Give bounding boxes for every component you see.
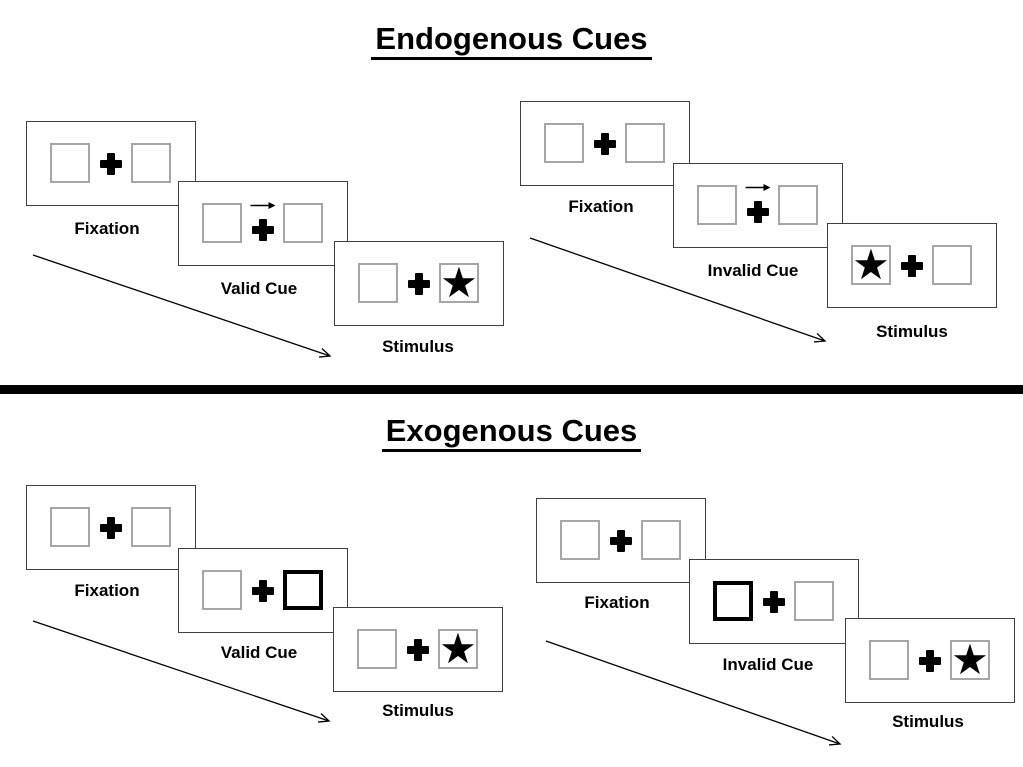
right-box (131, 143, 171, 183)
left-box (560, 520, 600, 560)
plus-icon (252, 579, 274, 602)
fixation-frame (520, 101, 690, 186)
right-box (131, 507, 171, 547)
fixation-label: Fixation (74, 581, 140, 600)
right-box (625, 123, 665, 163)
left-box (357, 629, 397, 669)
left-box (697, 185, 737, 225)
cue-frame (673, 163, 843, 248)
left-box (544, 123, 584, 163)
cue-label: Invalid Cue (707, 261, 799, 280)
fixation-frame (26, 485, 196, 570)
left-box (202, 570, 242, 610)
plus-icon (408, 272, 430, 295)
star-icon: ★ (951, 636, 989, 683)
fixation-label: Fixation (568, 197, 634, 216)
stimulus-label: Stimulus (382, 701, 454, 720)
cue-frame (178, 181, 348, 266)
arrow-right-icon (250, 202, 276, 209)
cue-frame (689, 559, 859, 644)
right-box: ★ (438, 625, 478, 672)
left-box (869, 640, 909, 680)
cue-label: Valid Cue (220, 643, 298, 662)
plus-icon (100, 152, 122, 175)
cue-frame (178, 548, 348, 633)
timeline-arrow-exo-valid (32, 620, 331, 723)
plus-icon (594, 132, 616, 155)
fixation-label: Fixation (584, 593, 650, 612)
stimulus-frame: ★ (334, 241, 504, 326)
section-divider (0, 385, 1023, 394)
section-title-exogenous: Exogenous Cues (0, 414, 1023, 452)
timeline-arrow-endo-invalid (529, 237, 827, 343)
fixation-frame (536, 498, 706, 583)
left-box (358, 263, 398, 303)
right-box (641, 520, 681, 560)
stimulus-label: Stimulus (382, 337, 454, 356)
left-box (50, 143, 90, 183)
star-icon: ★ (439, 625, 477, 672)
stimulus-frame: ★ (333, 607, 503, 692)
fixation-frame (26, 121, 196, 206)
plus-icon (747, 201, 769, 224)
left-box (202, 203, 242, 243)
plus-icon (763, 590, 785, 613)
right-box: ★ (950, 636, 990, 683)
plus-icon (919, 649, 941, 672)
cue-highlight-box (283, 570, 323, 610)
stimulus-label: Stimulus (892, 712, 964, 731)
left-box (50, 507, 90, 547)
plus-icon (100, 516, 122, 539)
star-icon: ★ (852, 241, 890, 288)
star-icon: ★ (440, 259, 478, 306)
cue-highlight-box (713, 581, 753, 621)
arrow-right-icon (745, 184, 771, 191)
timeline-arrow-endo-valid (32, 254, 332, 358)
cue-label: Invalid Cue (722, 655, 814, 674)
right-box (778, 185, 818, 225)
stimulus-frame: ★ (845, 618, 1015, 703)
plus-icon (407, 638, 429, 661)
fixation-label: Fixation (74, 219, 140, 238)
cue-label: Valid Cue (220, 279, 298, 298)
plus-icon (252, 219, 274, 242)
plus-icon (901, 254, 923, 277)
right-box (283, 203, 323, 243)
right-box: ★ (439, 259, 479, 306)
plus-icon (610, 529, 632, 552)
stimulus-frame: ★ (827, 223, 997, 308)
left-box: ★ (851, 241, 891, 288)
right-box (794, 581, 834, 621)
stimulus-label: Stimulus (876, 322, 948, 341)
section-title-endogenous-text: Endogenous Cues (371, 22, 652, 60)
section-title-exogenous-text: Exogenous Cues (381, 414, 642, 452)
right-box (932, 245, 972, 285)
section-title-endogenous: Endogenous Cues (0, 22, 1023, 60)
